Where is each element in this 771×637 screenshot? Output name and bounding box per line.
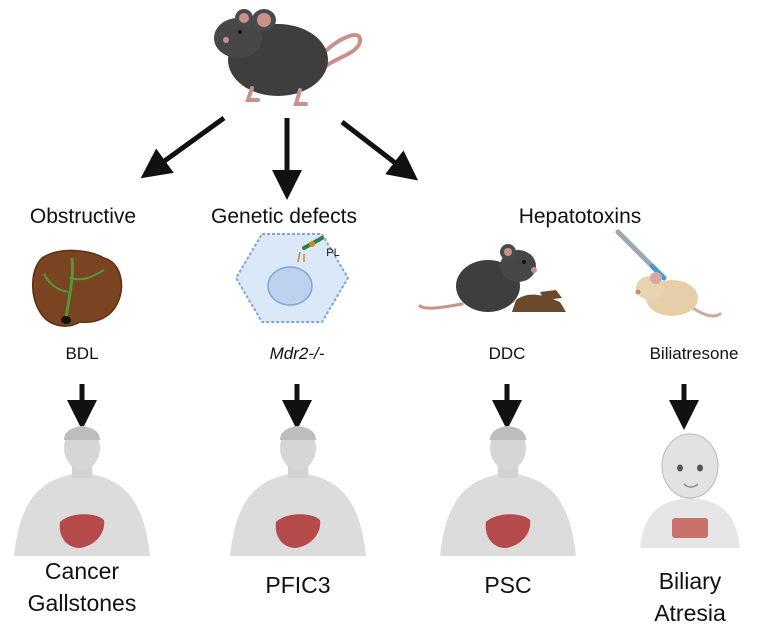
disease-psc: PSC [484, 572, 532, 598]
category-hepatotoxins: Hepatotoxins [518, 205, 642, 228]
top-mouse-icon [214, 9, 363, 106]
liver-bdl-icon [32, 249, 123, 327]
disease-pfic3: PFIC3 [265, 572, 331, 598]
category-genetic-defects: Genetic defects [211, 205, 357, 228]
disease-gallstones: Gallstones [27, 590, 137, 616]
model-bdl: BDL [65, 344, 99, 363]
category-obstructive: Obstructive [29, 205, 137, 228]
model-ddc: DDC [488, 344, 526, 363]
infant-figure-icon [640, 433, 740, 548]
model-biliatresone: Biliatresone [649, 344, 739, 363]
arrow-to-hepatotoxins [340, 120, 419, 181]
human-figure-pfic3-icon [230, 426, 366, 556]
cell-pl-label: PL [326, 247, 340, 259]
disease-cancer: Cancer [44, 558, 120, 584]
human-figure-cancer-icon [14, 426, 150, 556]
disease-biliary: Biliary [658, 568, 722, 594]
ddc-mouse-icon [418, 244, 566, 312]
hepatocyte-cell-icon [234, 233, 350, 323]
model-mdr2: Mdr2-/- [269, 344, 325, 363]
disease-atresia: Atresia [654, 600, 726, 626]
arrow-to-obstructive [140, 115, 226, 179]
human-figure-psc-icon [440, 426, 576, 556]
biliatresone-mouse-icon [615, 229, 722, 318]
